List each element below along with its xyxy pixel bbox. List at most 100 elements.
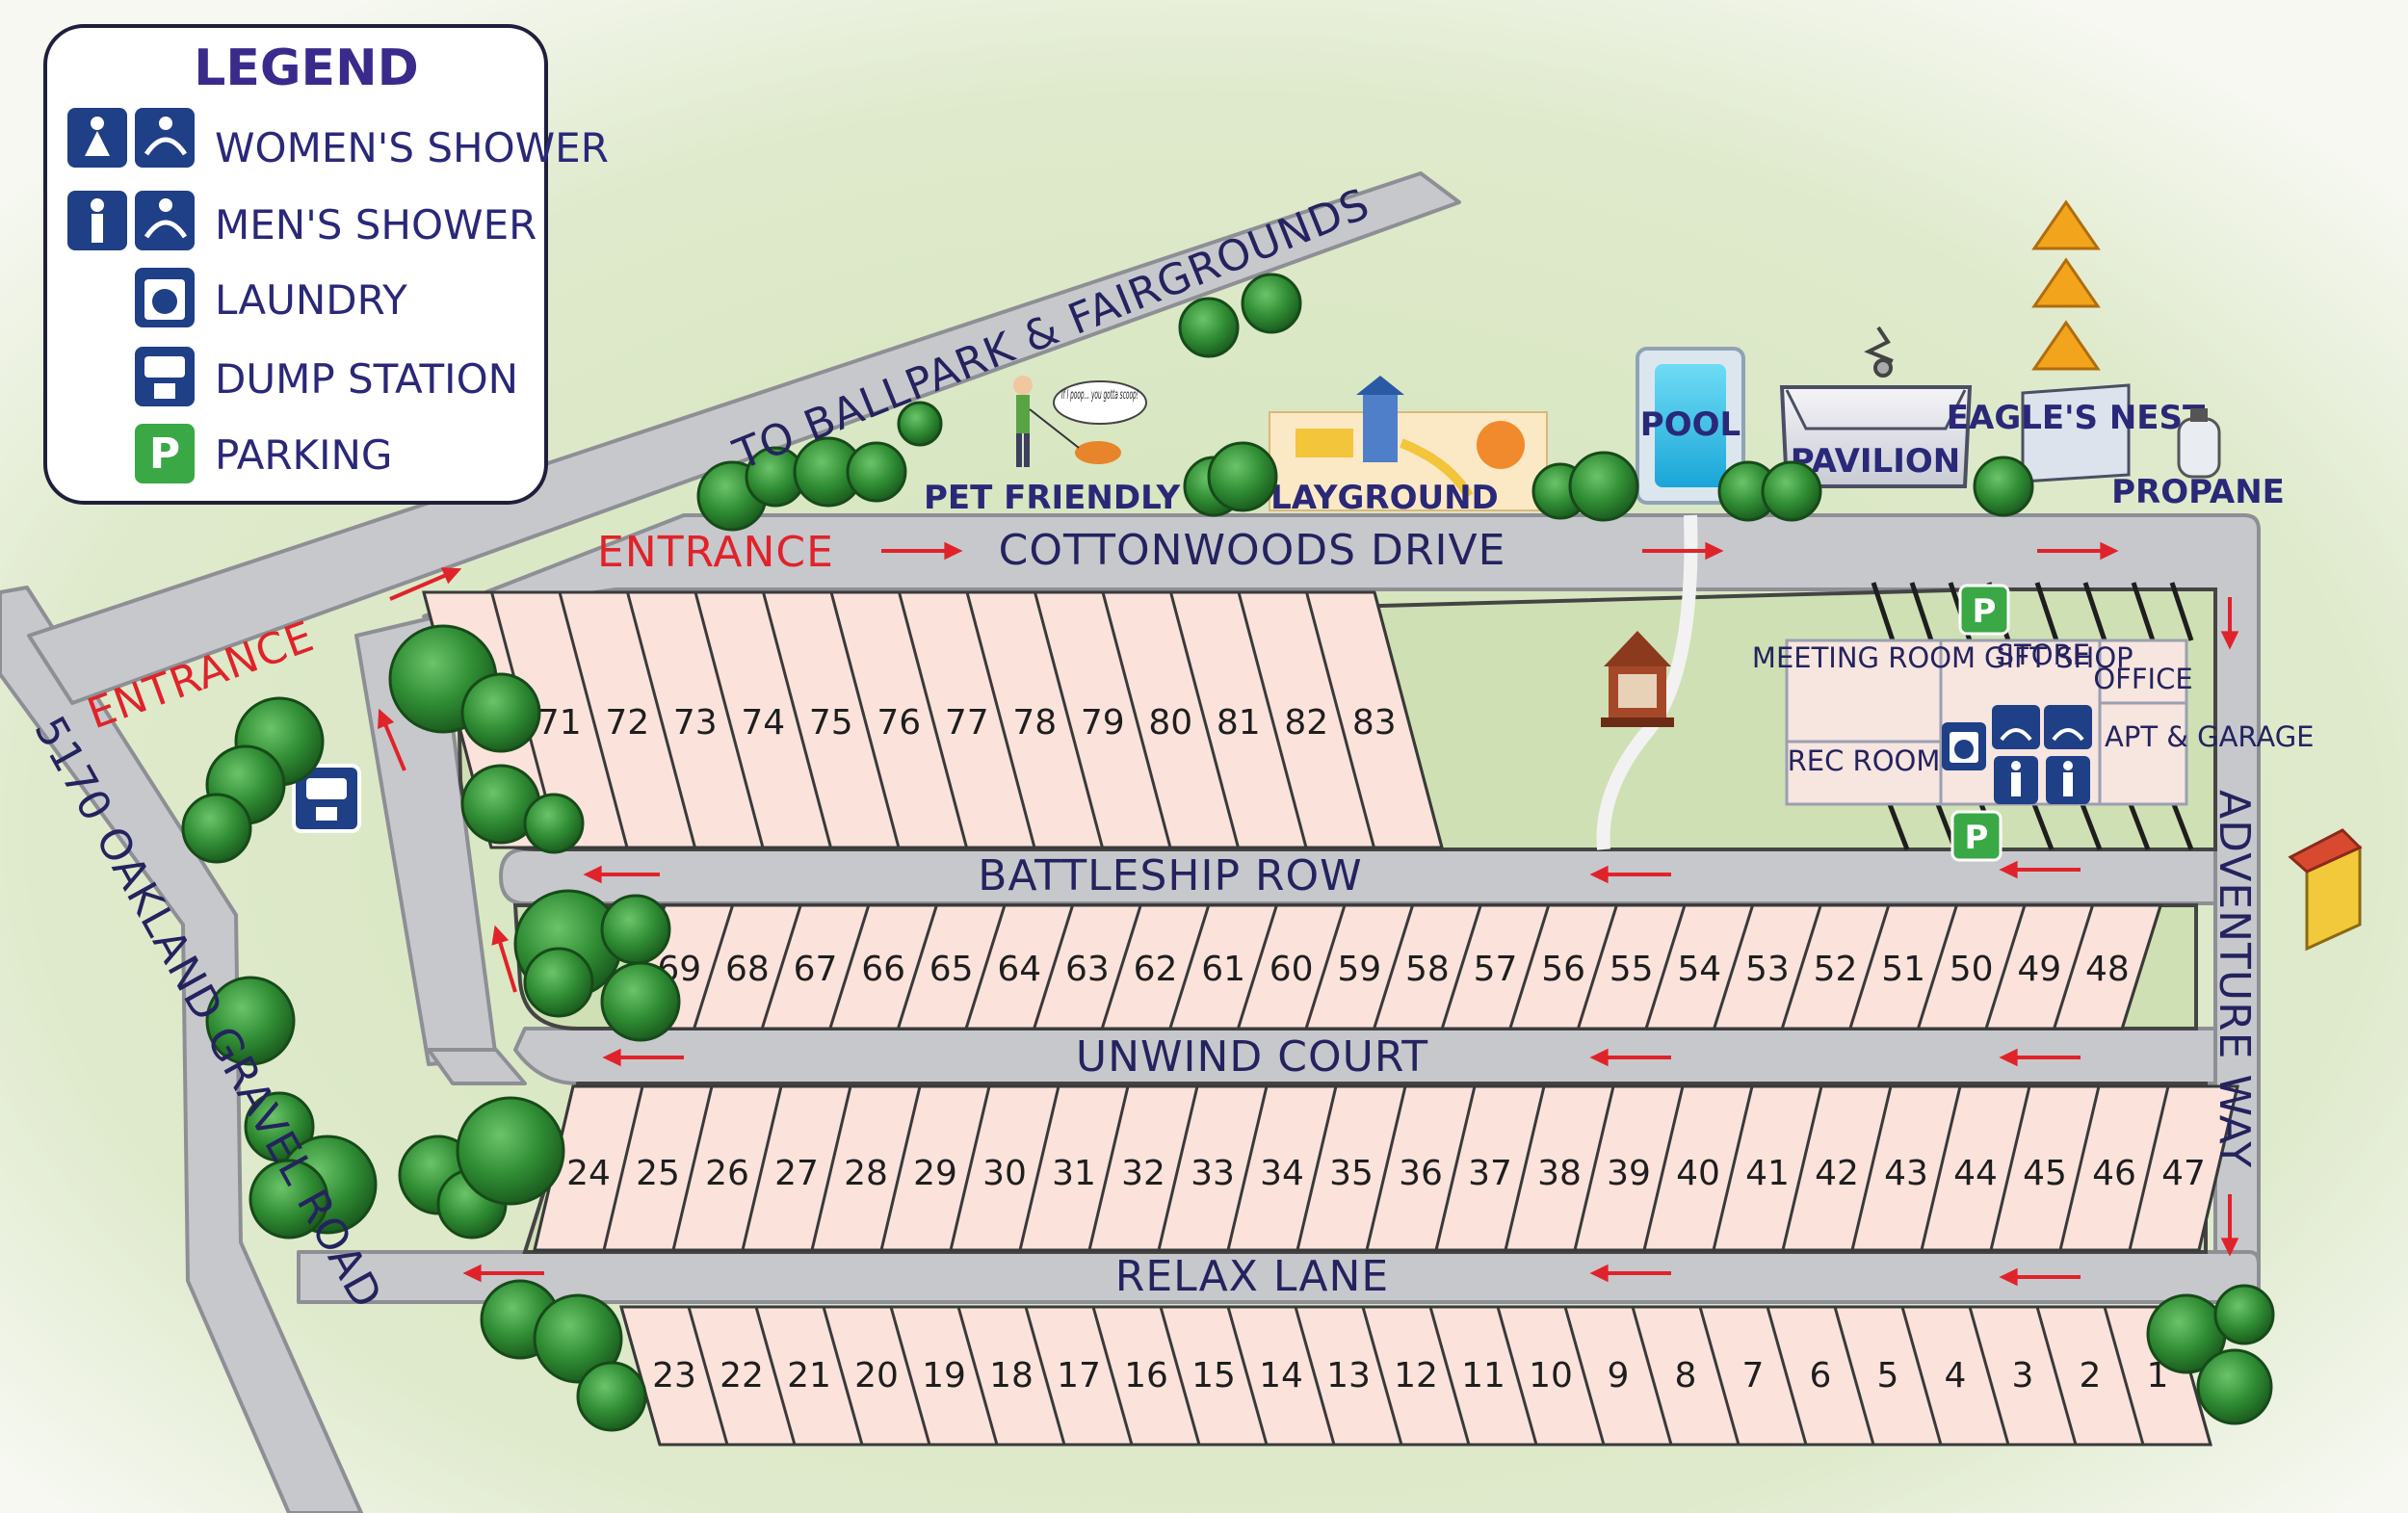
rv-site-35[interactable]: 35 — [1329, 1154, 1374, 1193]
rv-site-75[interactable]: 75 — [809, 703, 853, 743]
tree-icon — [181, 793, 252, 864]
rv-site-18[interactable]: 18 — [989, 1356, 1034, 1396]
rv-site-59[interactable]: 59 — [1337, 950, 1381, 989]
rv-site-17[interactable]: 17 — [1057, 1356, 1101, 1396]
rv-site-36[interactable]: 36 — [1399, 1154, 1443, 1193]
rv-site-42[interactable]: 42 — [1815, 1154, 1859, 1193]
rv-site-49[interactable]: 49 — [2017, 950, 2061, 989]
rv-site-10[interactable]: 10 — [1529, 1356, 1573, 1396]
rv-site-76[interactable]: 76 — [877, 703, 921, 743]
rv-site-68[interactable]: 68 — [725, 950, 770, 989]
site-divider — [1780, 904, 1822, 1030]
site-divider — [671, 1085, 714, 1251]
rv-site-58[interactable]: 58 — [1405, 950, 1450, 989]
rv-site-16[interactable]: 16 — [1124, 1356, 1168, 1396]
parking-icon: P — [135, 424, 195, 483]
rv-site-40[interactable]: 40 — [1676, 1154, 1720, 1193]
rv-site-45[interactable]: 45 — [2023, 1154, 2067, 1193]
rv-site-81[interactable]: 81 — [1217, 703, 1261, 743]
rv-site-9[interactable]: 9 — [1608, 1356, 1630, 1396]
eagles-nest-label: EAGLE'S NEST — [1947, 399, 2206, 437]
rv-site-51[interactable]: 51 — [1881, 950, 1925, 989]
rv-site-24[interactable]: 24 — [566, 1154, 611, 1193]
rv-site-8[interactable]: 8 — [1675, 1356, 1697, 1396]
svg-text:P: P — [1965, 819, 1989, 857]
rv-site-4[interactable]: 4 — [1945, 1356, 1967, 1396]
rv-site-22[interactable]: 22 — [720, 1356, 764, 1396]
rv-site-13[interactable]: 13 — [1326, 1356, 1371, 1396]
rv-site-79[interactable]: 79 — [1081, 703, 1125, 743]
rv-site-54[interactable]: 54 — [1677, 950, 1721, 989]
rv-site-61[interactable]: 61 — [1201, 950, 1245, 989]
rv-site-63[interactable]: 63 — [1065, 950, 1110, 989]
rv-site-15[interactable]: 15 — [1191, 1356, 1236, 1396]
rv-site-47[interactable]: 47 — [2161, 1154, 2206, 1193]
rv-site-44[interactable]: 44 — [1953, 1154, 1998, 1193]
treasure-chest-icon — [2288, 828, 2363, 952]
rv-site-77[interactable]: 77 — [945, 703, 989, 743]
rv-site-20[interactable]: 20 — [854, 1356, 899, 1396]
rv-site-74[interactable]: 74 — [741, 703, 785, 743]
site-divider — [1576, 904, 1618, 1030]
rv-site-43[interactable]: 43 — [1884, 1154, 1928, 1193]
rv-site-65[interactable]: 65 — [929, 950, 974, 989]
rv-site-21[interactable]: 21 — [787, 1356, 831, 1396]
rv-site-39[interactable]: 39 — [1607, 1154, 1651, 1193]
rv-site-25[interactable]: 25 — [636, 1154, 680, 1193]
rv-site-29[interactable]: 29 — [913, 1154, 957, 1193]
entrance-top-label[interactable]: ENTRANCE — [597, 528, 834, 577]
rv-site-41[interactable]: 41 — [1745, 1154, 1790, 1193]
rv-site-2[interactable]: 2 — [2080, 1356, 2102, 1396]
rv-site-62[interactable]: 62 — [1134, 950, 1178, 989]
rv-site-23[interactable]: 23 — [652, 1356, 696, 1396]
site-divider — [1101, 591, 1172, 848]
pet-friendly-label: PET FRIENDLY — [924, 479, 1181, 517]
rv-site-66[interactable]: 66 — [861, 950, 905, 989]
rv-site-52[interactable]: 52 — [1814, 950, 1858, 989]
rv-site-26[interactable]: 26 — [705, 1154, 749, 1193]
rv-site-19[interactable]: 19 — [922, 1356, 966, 1396]
rv-site-78[interactable]: 78 — [1012, 703, 1057, 743]
tree-icon — [456, 1096, 565, 1206]
rv-site-37[interactable]: 37 — [1468, 1154, 1512, 1193]
rv-site-64[interactable]: 64 — [997, 950, 1041, 989]
rv-site-71[interactable]: 71 — [537, 703, 582, 743]
rv-site-5[interactable]: 5 — [1877, 1356, 1899, 1396]
rv-site-53[interactable]: 53 — [1745, 950, 1790, 989]
rv-site-82[interactable]: 82 — [1284, 703, 1328, 743]
rv-site-12[interactable]: 12 — [1394, 1356, 1438, 1396]
site-divider — [1563, 1306, 1606, 1446]
gazebo-icon — [1601, 631, 1674, 727]
rv-site-14[interactable]: 14 — [1259, 1356, 1303, 1396]
playground-label: PLAYGROUND — [1246, 479, 1499, 517]
rv-site-46[interactable]: 46 — [2092, 1154, 2136, 1193]
rv-site-38[interactable]: 38 — [1537, 1154, 1582, 1193]
rv-site-7[interactable]: 7 — [1742, 1356, 1765, 1396]
rv-site-60[interactable]: 60 — [1269, 950, 1314, 989]
rv-site-34[interactable]: 34 — [1260, 1154, 1304, 1193]
rv-site-11[interactable]: 11 — [1461, 1356, 1505, 1396]
rv-site-32[interactable]: 32 — [1121, 1154, 1165, 1193]
rv-site-31[interactable]: 31 — [1052, 1154, 1096, 1193]
rv-site-28[interactable]: 28 — [844, 1154, 888, 1193]
rv-site-56[interactable]: 56 — [1541, 950, 1585, 989]
rv-site-73[interactable]: 73 — [673, 703, 718, 743]
rv-site-57[interactable]: 57 — [1474, 950, 1518, 989]
direction-arrow — [1589, 1264, 1671, 1283]
rv-site-72[interactable]: 72 — [605, 703, 649, 743]
site-divider — [1305, 591, 1375, 848]
rv-site-30[interactable]: 30 — [982, 1154, 1027, 1193]
pool-icon — [1636, 347, 1745, 505]
rv-site-33[interactable]: 33 — [1191, 1154, 1235, 1193]
rv-site-83[interactable]: 83 — [1352, 703, 1397, 743]
rv-site-3[interactable]: 3 — [2012, 1356, 2034, 1396]
rv-site-80[interactable]: 80 — [1148, 703, 1192, 743]
rec-room-label: REC ROOM — [1788, 744, 1941, 777]
rv-site-55[interactable]: 55 — [1610, 950, 1654, 989]
rv-site-48[interactable]: 48 — [2085, 950, 2130, 989]
rv-site-67[interactable]: 67 — [794, 950, 838, 989]
rv-site-27[interactable]: 27 — [774, 1154, 819, 1193]
legend-label-parking: PARKING — [215, 431, 392, 479]
rv-site-6[interactable]: 6 — [1810, 1356, 1832, 1396]
rv-site-50[interactable]: 50 — [1950, 950, 1994, 989]
